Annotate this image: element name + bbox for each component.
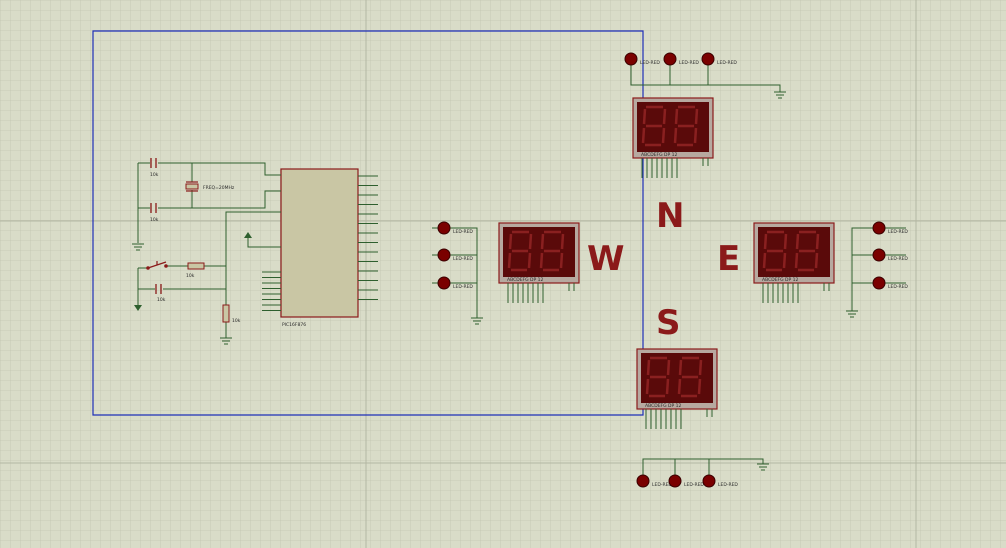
mcu-label: PIC16F876 <box>282 322 306 328</box>
r2-value: 10k <box>232 318 241 324</box>
seven-segment-digit <box>645 356 671 398</box>
display-pin-labels: ABCDEFG DP 12 <box>641 152 678 158</box>
compass-east: E <box>717 239 740 279</box>
led[interactable]: LED-RED <box>872 276 908 290</box>
led[interactable]: LED-RED <box>437 221 473 235</box>
compass-west: W <box>587 239 625 279</box>
c2-value: 10k <box>150 217 159 223</box>
r1-value: 10k <box>186 273 195 279</box>
mcu-circuit[interactable]: PIC16F876 <box>132 158 378 345</box>
capacitor-c1[interactable] <box>150 158 157 168</box>
display-north[interactable]: ABCDEFG DP 12 <box>632 97 714 178</box>
seven-segment-digit <box>762 230 788 272</box>
led[interactable]: LED-RED <box>437 248 473 262</box>
led-label: LED-RED <box>684 482 704 488</box>
seven-segment-digit <box>794 230 820 272</box>
led-label: LED-RED <box>718 482 738 488</box>
display-south[interactable]: ABCDEFG DP 12 <box>636 348 718 429</box>
microcontroller[interactable] <box>280 168 359 318</box>
ground-symbol <box>757 463 769 471</box>
display-pin-labels: ABCDEFG DP 12 <box>507 277 544 283</box>
crystal[interactable]: FREQ=20MHz <box>185 181 235 192</box>
led[interactable]: LED-RED <box>872 248 908 262</box>
ground-symbol <box>471 317 483 325</box>
oscillator-wiring <box>137 162 281 338</box>
led[interactable]: LED-RED <box>663 52 699 66</box>
seven-segment-digit <box>641 105 667 147</box>
resistor-r2[interactable] <box>222 304 230 323</box>
c1-value: 10k <box>150 172 159 178</box>
power-arrow-up <box>244 232 252 238</box>
capacitor-c2[interactable] <box>150 203 157 213</box>
display-west[interactable]: ABCDEFG DP 12 <box>498 222 580 303</box>
led[interactable]: LED-RED <box>872 221 908 235</box>
led-label: LED-RED <box>679 60 699 66</box>
led[interactable]: LED-RED <box>701 52 737 66</box>
seven-segment-digit <box>507 230 533 272</box>
led-label: LED-RED <box>888 229 908 235</box>
crystal-label: FREQ=20MHz <box>203 185 235 191</box>
seven-segment-digit <box>677 356 703 398</box>
c3-value: 10k <box>157 297 166 303</box>
led[interactable]: LED-RED <box>702 474 738 488</box>
led[interactable]: LED-RED <box>624 52 660 66</box>
led-label: LED-RED <box>652 482 672 488</box>
reset-button[interactable] <box>146 261 168 270</box>
display-pin-labels: ABCDEFG DP 12 <box>762 277 799 283</box>
ground-symbol <box>846 310 858 318</box>
led-label: LED-RED <box>453 284 473 290</box>
ground-symbol <box>220 337 232 345</box>
display-pins <box>507 283 575 303</box>
led[interactable]: LED-RED <box>437 276 473 290</box>
display-pins <box>645 409 713 429</box>
compass-south: S <box>656 303 681 343</box>
ground-symbol <box>774 91 786 99</box>
led[interactable]: LED-RED <box>636 474 672 488</box>
display-pins <box>762 283 830 303</box>
resistor-r1[interactable] <box>187 262 205 270</box>
mcu-left-pins <box>262 271 281 311</box>
display-east[interactable]: ABCDEFG DP 12 <box>753 222 835 303</box>
led-label: LED-RED <box>888 284 908 290</box>
power-arrow-down <box>134 305 142 311</box>
compass-north: N <box>656 196 684 236</box>
led-label: LED-RED <box>717 60 737 66</box>
led[interactable]: LED-RED <box>668 474 704 488</box>
led-label: LED-RED <box>453 229 473 235</box>
seven-segment-digit <box>539 230 565 272</box>
sheet-border <box>92 30 644 416</box>
led-label: LED-RED <box>888 256 908 262</box>
display-pins <box>641 158 709 178</box>
led-label: LED-RED <box>453 256 473 262</box>
ground-symbol <box>132 243 144 251</box>
seven-segment-digit <box>673 105 699 147</box>
led-label: LED-RED <box>640 60 660 66</box>
display-pin-labels: ABCDEFG DP 12 <box>645 403 682 409</box>
capacitor-c3[interactable] <box>155 284 162 294</box>
mcu-right-pins <box>358 175 378 300</box>
